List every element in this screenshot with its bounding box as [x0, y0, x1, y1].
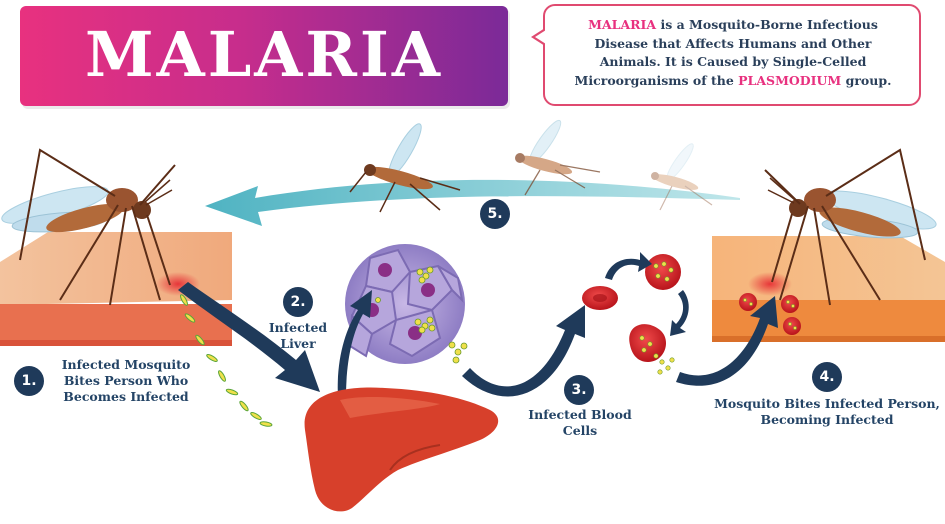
skin-block-right [712, 236, 945, 342]
title-banner: MALARIA [20, 6, 508, 106]
definition-callout: MALARIA is a Mosquito-Borne Infectious D… [531, 4, 921, 106]
step-1-number: 1. [14, 366, 44, 396]
step-4-label: Mosquito Bites Infected Person, Becoming… [708, 396, 945, 428]
mosquito-left [1, 148, 176, 306]
definition-line-1: is a Mosquito-Borne Infectious [656, 17, 878, 32]
blood-cells-right [739, 293, 801, 335]
step-1-line-2: Bites Person Who [63, 373, 189, 388]
blood-cycle-arrows [605, 252, 689, 336]
step-5-number: 5. [480, 199, 510, 229]
step-2-label: Infected Liver [262, 320, 334, 352]
plasmodium-highlight: PLASMODIUM [738, 72, 842, 88]
blood-cells [582, 254, 681, 375]
arrow-skin-to-liver [178, 282, 320, 392]
liver [304, 387, 499, 512]
step-1-label: Infected Mosquito Bites Person Who Becom… [50, 357, 202, 405]
definition-line-3: Animals. It is Caused by Single-Celled [599, 54, 867, 69]
definition-line-4-end: group. [841, 72, 892, 88]
page-title: MALARIA [84, 18, 444, 91]
step-1-line-3: Becomes Infected [63, 389, 189, 404]
step-4-number: 4. [812, 362, 842, 392]
mosquito-right [764, 148, 937, 306]
step-2-number: 2. [283, 287, 313, 317]
step-1-line-1: Infected Mosquito [61, 357, 191, 372]
malaria-highlight: MALARIA [588, 17, 657, 32]
definition-text: MALARIA is a Mosquito-Borne Infectious D… [555, 16, 911, 90]
flying-mosquito-3 [651, 143, 713, 211]
step-4-line-1: Mosquito Bites Infected Person, [714, 396, 940, 411]
step-3-label: Infected Blood Cells [525, 407, 635, 439]
definition-line-4: Microorganisms of the [574, 72, 739, 88]
flying-mosquito-1 [349, 123, 461, 213]
sporozoite-trail [180, 294, 273, 427]
flying-mosquito-2 [515, 119, 601, 196]
step-2-line-1: Infected [268, 320, 328, 335]
arrow-liver-to-blood [462, 305, 585, 397]
definition-line-2: Disease that Affects Humans and Other [594, 35, 872, 51]
step-4-line-2: Becoming Infected [760, 412, 894, 427]
step-3-line-1: Infected Blood [528, 407, 632, 422]
step-3-number: 3. [564, 375, 594, 405]
liver-cells-magnified [345, 244, 468, 364]
arrow-liver-to-cells [337, 290, 372, 398]
arrow-blood-to-mosquito [676, 296, 778, 386]
return-arrow-step-5 [205, 179, 740, 226]
step-3-line-2: Cells [562, 423, 598, 438]
step-2-line-2: Liver [280, 336, 316, 351]
